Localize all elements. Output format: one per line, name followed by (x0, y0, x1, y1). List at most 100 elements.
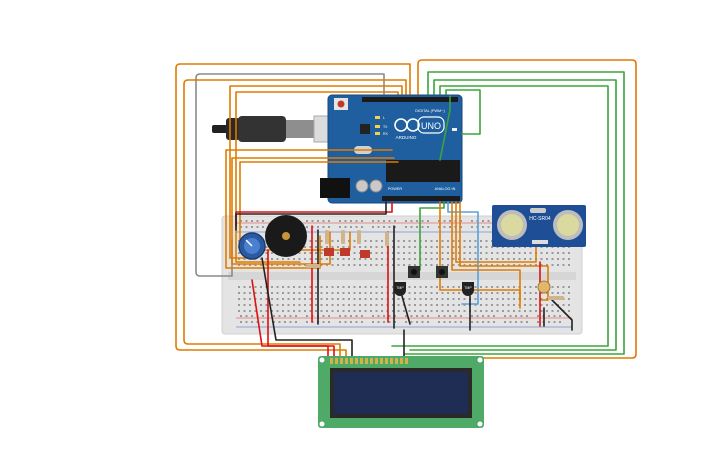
tmp-sensor-2[interactable] (462, 282, 474, 296)
breadboard-hole (452, 252, 455, 254)
lcd-pin[interactable] (340, 358, 343, 364)
lcd-pin[interactable] (365, 358, 368, 364)
lcd-pin[interactable] (330, 358, 333, 364)
ultrasonic-pins[interactable] (532, 240, 548, 244)
power-analog-header[interactable] (382, 196, 460, 201)
wire-orange-inner-left[interactable] (183, 79, 407, 359)
breadboard-hole (458, 286, 460, 288)
breadboard-hole (337, 286, 339, 288)
wire-green-inner-right[interactable] (409, 79, 617, 351)
photoresistor[interactable] (537, 280, 551, 294)
led-red-1[interactable] (324, 248, 334, 256)
breadboard-rail-hole (372, 321, 374, 323)
resistor-3[interactable] (357, 230, 361, 244)
potentiometer[interactable] (238, 232, 266, 260)
lcd-pin[interactable] (350, 358, 353, 364)
breadboard-hole (535, 298, 537, 300)
led-red-2[interactable] (340, 248, 350, 256)
wire-gray[interactable] (195, 73, 385, 277)
breadboard-rail-hole (493, 321, 495, 323)
ultrasonic-sensor[interactable]: HC-SR04 (492, 205, 586, 247)
breadboard-rail-hole (328, 226, 330, 228)
breadboard-hole (282, 310, 284, 312)
breadboard-hole (238, 310, 240, 312)
breadboard-hole (474, 240, 477, 242)
breadboard-hole (546, 304, 548, 306)
breadboard-hole (436, 298, 438, 300)
wire-orange-analog-1[interactable] (451, 201, 521, 301)
wire-black-transistor[interactable] (401, 295, 411, 325)
breadboard-hole (480, 258, 482, 260)
arduino-uno-board[interactable]: UNO ARDUINO DIGITAL (PWM~) POWER ANALOG … (212, 94, 463, 204)
wire-blue[interactable] (447, 201, 479, 305)
wire-orange-analog-3[interactable] (439, 201, 521, 309)
wire-orange-2[interactable] (235, 91, 399, 263)
breadboard-hole (331, 258, 334, 260)
wire-green-short[interactable] (445, 89, 481, 135)
reset-button[interactable] (337, 100, 345, 108)
wire-green-diag[interactable] (439, 95, 451, 161)
breadboard-rail-hole (306, 220, 308, 222)
wire-green-3[interactable] (391, 85, 609, 347)
lcd-pin[interactable] (375, 358, 378, 364)
lcd-pin[interactable] (395, 358, 398, 364)
breadboard-hole (546, 258, 548, 260)
wire-orange-analog-2[interactable] (455, 201, 537, 263)
breadboard-hole (397, 304, 400, 306)
piezo-buzzer[interactable] (265, 215, 307, 257)
breadboard-hole (436, 292, 438, 294)
wires[interactable] (175, 59, 637, 359)
wire-black-right[interactable] (551, 299, 573, 331)
wire-black-lcd[interactable] (261, 257, 353, 359)
wire-black-gnd[interactable] (235, 201, 387, 231)
breadboard-hole (452, 310, 455, 312)
breadboard-hole (436, 264, 438, 266)
breadboard-hole (408, 298, 411, 300)
lcd-pin[interactable] (355, 358, 358, 364)
breadboard-hole (551, 258, 554, 260)
resistor-6[interactable] (548, 296, 564, 300)
tmp-sensor-1[interactable] (394, 282, 406, 296)
wire-orange-sensor[interactable] (459, 201, 549, 301)
wire-orange-outer-left[interactable] (175, 63, 411, 359)
lcd-pin[interactable] (390, 358, 393, 364)
breadboard-rail-hole (240, 315, 242, 317)
lcd-pin[interactable] (345, 358, 348, 364)
usb-cable-neck (286, 120, 314, 138)
lcd-pins[interactable] (330, 358, 408, 364)
lcd-display[interactable] (318, 356, 484, 428)
lcd-pin[interactable] (405, 358, 408, 364)
lcd-pin[interactable] (400, 358, 403, 364)
breadboard-hole (403, 258, 405, 260)
breadboard-hole (238, 286, 240, 288)
breadboard-hole (249, 286, 251, 288)
wire-orange-outer-right[interactable] (397, 59, 637, 359)
led-red-3[interactable] (360, 250, 370, 258)
breadboard-hole (342, 258, 345, 260)
leds[interactable] (324, 248, 370, 258)
resistor-2[interactable] (341, 230, 345, 244)
lcd-pin[interactable] (335, 358, 338, 364)
breadboard-rail-hole (454, 321, 457, 323)
digital-header[interactable] (362, 97, 458, 102)
lcd-pin[interactable] (360, 358, 363, 364)
resistor-4[interactable] (385, 232, 389, 246)
breadboard-hole (287, 298, 290, 300)
push-buttons[interactable] (408, 266, 448, 278)
breadboard-hole (408, 240, 411, 242)
lcd-pin[interactable] (380, 358, 383, 364)
temperature-sensors[interactable]: TMP TMP (394, 282, 474, 296)
wire-red-pot[interactable] (251, 279, 329, 359)
breadboard-hole (425, 304, 427, 306)
resistor-5[interactable] (306, 264, 320, 268)
wire-orange-3[interactable] (225, 149, 393, 269)
resistors[interactable] (306, 230, 564, 300)
photoresistor-body[interactable] (537, 280, 551, 294)
wire-green-outer-right[interactable] (403, 71, 625, 355)
breadboard-hole (535, 304, 537, 306)
resistor-1[interactable] (325, 230, 329, 244)
lcd-pin[interactable] (370, 358, 373, 364)
breadboard-hole (540, 310, 543, 312)
lcd-pin[interactable] (385, 358, 388, 364)
